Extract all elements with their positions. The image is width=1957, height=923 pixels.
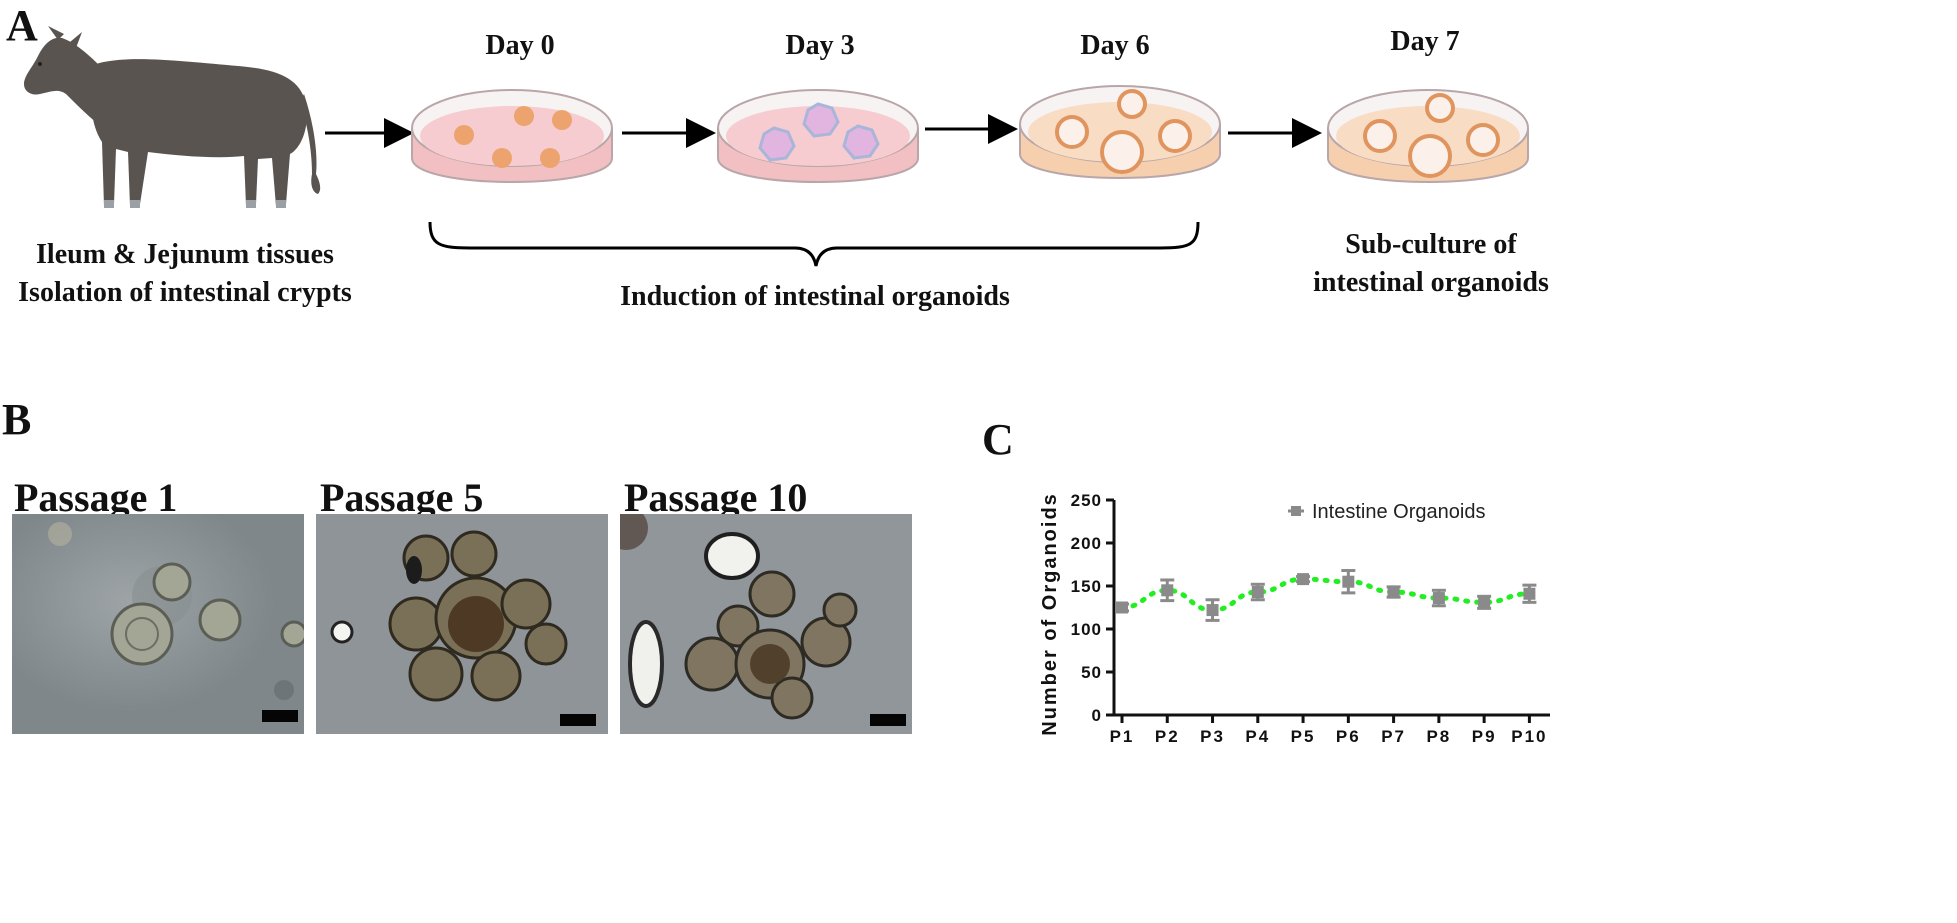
day-label-6: Day 6: [1080, 30, 1150, 61]
panel-c-letter: C: [982, 415, 1014, 464]
x-tick-label: P1: [1110, 727, 1135, 746]
petri-dish-day-7: [1327, 89, 1529, 183]
x-tick-label: P6: [1336, 727, 1361, 746]
panel-a-letter: A: [6, 1, 38, 50]
x-tick-label: P5: [1291, 727, 1316, 746]
petri-dish-day-6: [1019, 85, 1221, 179]
scale-bar-1: [262, 710, 298, 722]
data-points: [1115, 569, 1537, 622]
x-tick-label: P3: [1200, 727, 1225, 746]
subculture-caption-line-2: intestinal organoids: [1313, 267, 1549, 298]
data-point-p1: [1116, 601, 1128, 614]
y-tick-label: 100: [1071, 620, 1102, 639]
petri-dish-day-3: [717, 89, 919, 183]
trend-line: [1119, 576, 1532, 613]
data-point-p9: [1478, 596, 1491, 609]
workflow-arrows: [325, 114, 1322, 267]
legend-marker: [1291, 506, 1301, 516]
micrograph-passage-10: [620, 514, 912, 734]
legend-label: Intestine Organoids: [1312, 501, 1485, 523]
passage-10-title: Passage 10: [624, 475, 808, 520]
data-point-p2: [1161, 584, 1174, 597]
petri-dishes: [411, 85, 1529, 183]
day-label-0: Day 0: [485, 30, 555, 61]
trend-path: [1119, 576, 1532, 613]
tissue-caption-line-1: Ileum & Jejunum tissues: [36, 239, 334, 270]
scale-bar-10: [870, 714, 906, 726]
x-tick-label: P2: [1155, 727, 1180, 746]
y-tick-label: 250: [1071, 491, 1102, 510]
data-point-p5: [1297, 573, 1310, 586]
petri-dish-day-0: [411, 89, 613, 183]
induction-brace: [428, 221, 1200, 267]
data-point-p8: [1432, 592, 1445, 605]
y-tick-label: 200: [1071, 534, 1102, 553]
passage-5-title: Passage 5: [320, 475, 484, 520]
passage-1-title: Passage 1: [14, 475, 178, 520]
data-point-p3: [1206, 604, 1219, 617]
chart-legend: Intestine Organoids: [1288, 501, 1485, 523]
subculture-caption: Sub-culture of intestinal organoids: [1296, 226, 1566, 302]
x-tick-label: P9: [1472, 727, 1497, 746]
subculture-caption-line-1: Sub-culture of: [1345, 229, 1517, 260]
micrograph-passage-5: [316, 514, 608, 734]
induction-caption: Induction of intestinal organoids: [620, 281, 1010, 312]
x-tick-label: P4: [1245, 727, 1270, 746]
micrograph-passage-1: [12, 514, 304, 734]
x-tick-label: P10: [1511, 727, 1547, 746]
scale-bar-5: [560, 714, 596, 726]
data-point-p6: [1342, 575, 1355, 588]
x-tick-label: P8: [1426, 727, 1451, 746]
x-tick-label: P7: [1381, 727, 1406, 746]
data-point-p4: [1251, 586, 1264, 599]
y-tick-label: 0: [1092, 706, 1102, 725]
data-point-p10: [1523, 587, 1536, 600]
data-point-p7: [1387, 586, 1400, 599]
day-label-3: Day 3: [785, 30, 855, 61]
tissue-caption: Ileum & Jejunum tissues Isolation of int…: [0, 236, 370, 312]
panel-b-letter: B: [2, 395, 32, 444]
day-label-7: Day 7: [1390, 26, 1460, 57]
y-tick-label: 50: [1081, 663, 1102, 682]
y-tick-label: 150: [1071, 577, 1102, 596]
tissue-caption-line-2: Isolation of intestinal crypts: [18, 277, 352, 308]
cow-icon: [24, 26, 321, 208]
y-axis-label: Number of Organoids: [1039, 492, 1061, 736]
